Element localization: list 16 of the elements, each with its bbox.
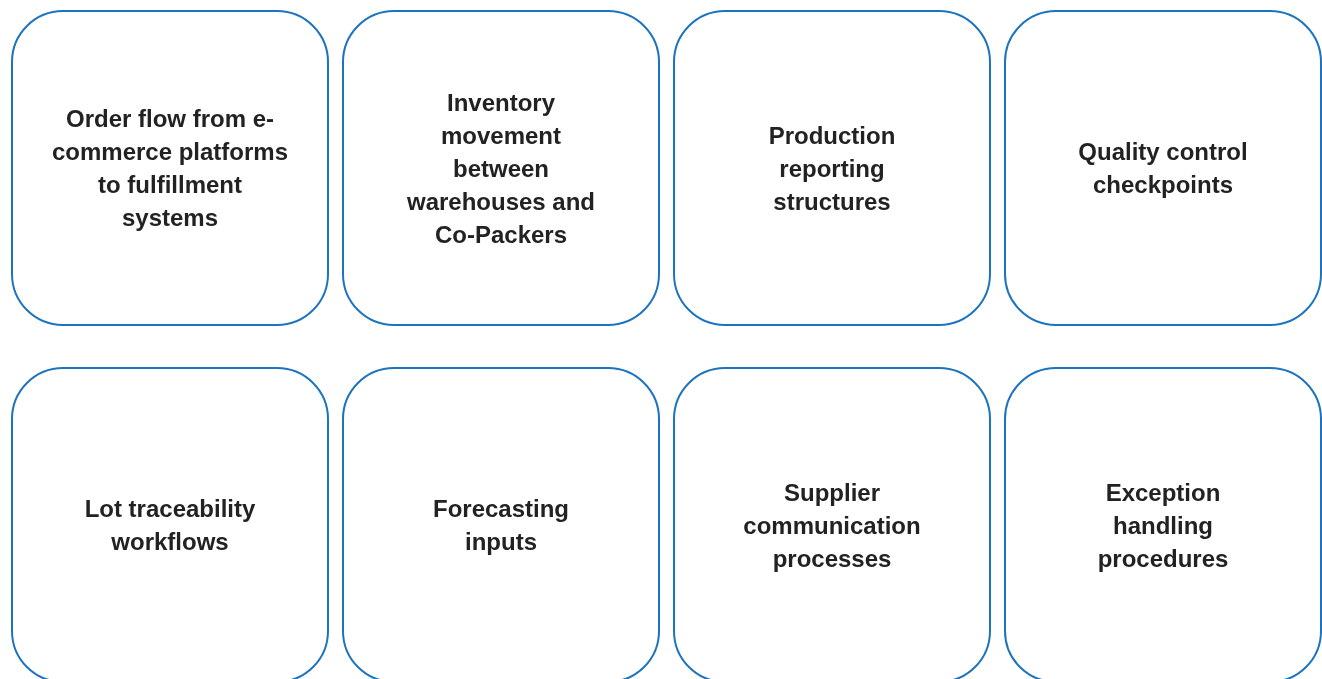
box-text: Inventory movement between warehouses and Co-Packers: [405, 87, 597, 250]
rounded-box: [11, 10, 329, 326]
box-text: Production reporting structures: [767, 120, 897, 217]
rounded-box: [673, 10, 991, 326]
box-text: Exception handling procedures: [1096, 477, 1230, 574]
box-text: Lot traceability workflows: [83, 494, 257, 557]
rounded-box: [1004, 10, 1322, 326]
box-text: Quality control checkpoints: [1077, 137, 1249, 200]
box-text: Order flow from e-commerce platforms to fulfillment systems: [50, 104, 290, 233]
box-text: Supplier communication processes: [742, 477, 922, 574]
rounded-box: [11, 367, 329, 679]
box-text: Forecasting inputs: [432, 494, 570, 557]
rounded-box: [342, 367, 660, 679]
rounded-box: [673, 367, 991, 679]
rounded-box: [342, 10, 660, 326]
rounded-box: [1004, 367, 1322, 679]
